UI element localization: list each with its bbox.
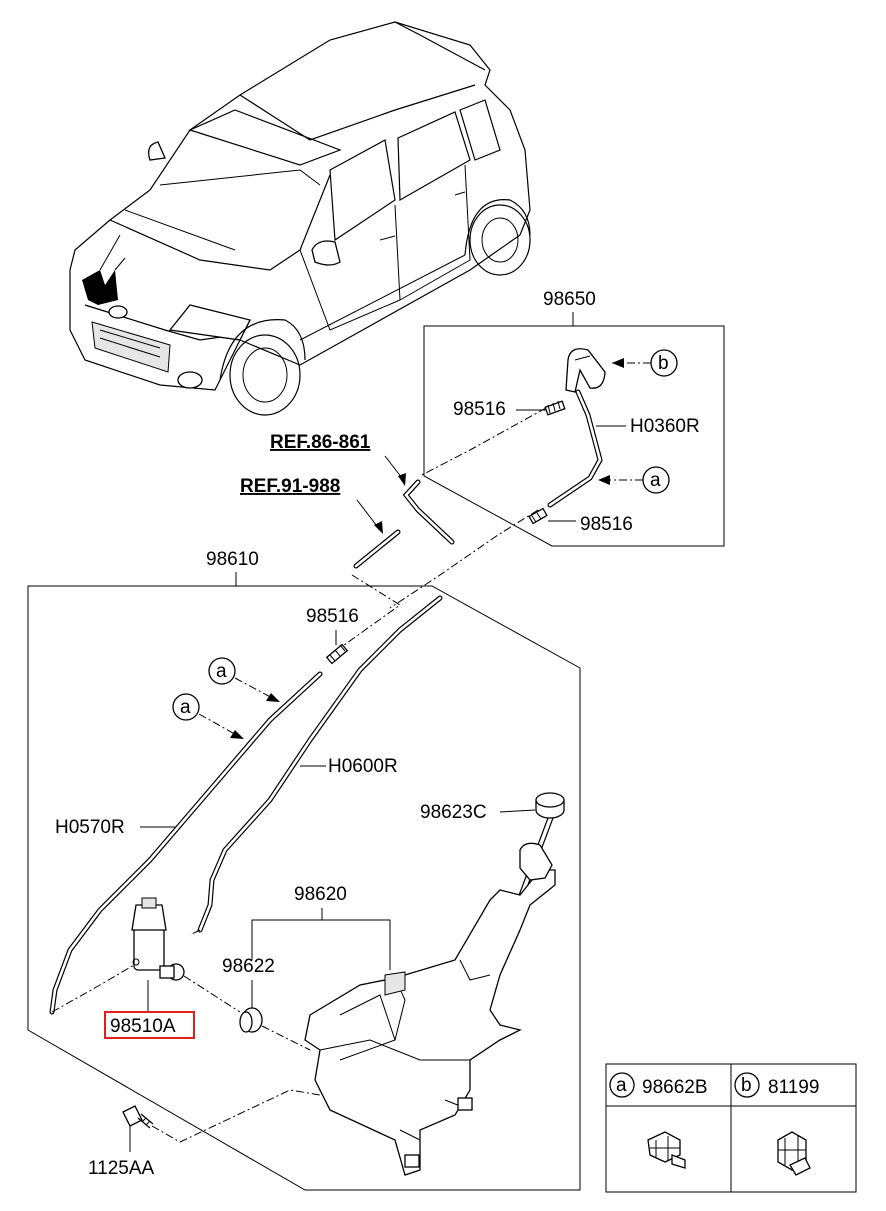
callout-a-upper-circle [208, 657, 236, 685]
ref-86-861: REF.86-861 [270, 432, 371, 453]
reservoir-part [304, 842, 556, 1176]
label-h0600r: H0600R [328, 756, 398, 777]
label-98516-top: 98516 [453, 399, 506, 420]
legend-b-part: 81199 [768, 1077, 819, 1098]
reservoir-assembly-label: 98610 [206, 549, 259, 570]
legend-b-circle [734, 1072, 760, 1098]
reservoir-assembly-box [27, 585, 581, 1191]
nozzle-top-part [544, 400, 566, 416]
callout-a-upper-letter: a [216, 661, 227, 682]
legend-a-part: 98662B [642, 1077, 708, 1098]
label-1125aa: 1125AA [88, 1158, 155, 1179]
label-98620: 98620 [294, 884, 347, 905]
clip-a-drawing [647, 1131, 686, 1169]
elbow-connector [565, 348, 606, 393]
label-98510a: 98510A [110, 1016, 176, 1037]
ref-91-988: REF.91-988 [240, 476, 340, 497]
label-98516-left: 98516 [306, 606, 359, 627]
jet-assembly-group: 98650 98516 H0360R 98516 b a [423, 289, 725, 547]
hose-h0600r [197, 595, 443, 933]
callout-a-lower-circle [172, 693, 200, 721]
references-group: REF.86-861 REF.91-988 [240, 407, 547, 649]
callout-a-jet-letter: a [650, 470, 661, 491]
jet-assembly-label: 98650 [543, 289, 596, 310]
nozzle-left-part [325, 643, 349, 665]
legend-a-circle [609, 1072, 635, 1098]
legend-a-letter: a [616, 1075, 627, 1096]
pump-part [131, 897, 185, 1012]
callout-b-letter: b [658, 353, 669, 374]
grommet-part [239, 1007, 263, 1033]
label-98623c: 98623C [420, 802, 487, 823]
car-illustration [69, 21, 531, 416]
legend-b-letter: b [741, 1075, 752, 1096]
reservoir-assembly-group: 98610 98516 a a H0600R H0570R [27, 549, 581, 1191]
bolt-part [122, 1105, 154, 1129]
label-98622: 98622 [222, 956, 275, 977]
pump-label-highlight [104, 1011, 195, 1039]
label-98516-bottom: 98516 [580, 514, 633, 535]
label-h0570r: H0570R [55, 817, 125, 838]
hose-h0570r [49, 671, 323, 1015]
legend-table: a 98662B b 81199 [605, 1063, 857, 1193]
ref-pipe-upper [402, 479, 455, 545]
callout-a-lower-letter: a [180, 697, 191, 718]
jet-assembly-box [423, 325, 725, 547]
clip-b-drawing [777, 1131, 811, 1176]
label-h0360r: H0360R [630, 416, 700, 437]
nozzle-bottom-part [528, 507, 548, 525]
